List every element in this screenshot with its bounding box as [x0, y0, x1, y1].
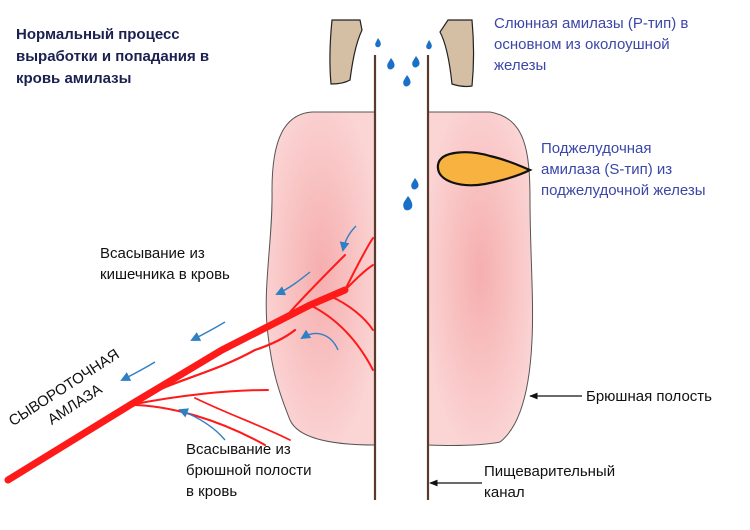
salivary-amylase-label: Слюнная амилазы (P-тип) в основном из ок… — [494, 15, 689, 74]
pancreatic-drops — [403, 178, 419, 211]
gut-absorption-label: Всасывание из кишечника в кровь — [100, 245, 230, 283]
absorption-arrow — [190, 321, 226, 341]
serum-amylase-label: СЫВОРОТОЧНАЯ АМЛАЗА — [6, 346, 123, 430]
absorption-arrow — [339, 225, 357, 252]
blood-vessels — [4, 237, 374, 484]
absorption-arrows — [120, 225, 357, 441]
absorption-arrow — [120, 361, 156, 381]
abdominal-cavity-right — [427, 111, 534, 447]
abdominal-cavity-label: Брюшная полость — [586, 388, 712, 405]
pancreatic-amylase-label: Поджелудочная амилаза (S-тип) из поджелу… — [541, 140, 706, 199]
absorption-arrow — [275, 271, 311, 296]
saliva-drops — [375, 38, 432, 87]
salivary-gland-right — [439, 19, 475, 87]
digestive-canal-label: Пищеварительный канал — [484, 463, 616, 501]
diagram-title: Нормальный процесс выработки и попадания… — [16, 26, 210, 87]
absorption-arrow — [300, 329, 339, 351]
main-vessel — [4, 286, 349, 484]
pancreas-shape — [436, 151, 533, 187]
pointer-arrows — [429, 392, 582, 487]
absorption-arrow — [178, 408, 226, 441]
peritoneal-absorption-label: Всасывание из брюшной полости в кровь — [186, 441, 312, 500]
salivary-gland-left — [329, 19, 363, 85]
